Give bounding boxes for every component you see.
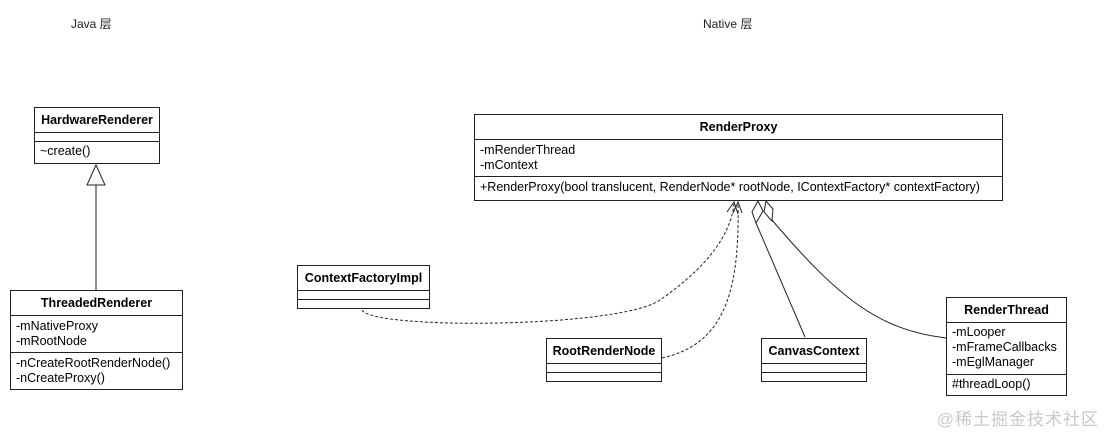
native-layer-label: Native 层 [703,17,753,31]
class-render-proxy: RenderProxy -mRenderThread -mContext +Re… [474,114,1003,201]
watermark-text: @稀土掘金技术社区 [936,410,1099,429]
class-name: HardwareRenderer [41,113,153,127]
attribute: -mEglManager [952,355,1034,369]
methods-section [762,372,866,381]
class-name: RootRenderNode [552,344,656,358]
class-name: ThreadedRenderer [40,296,153,310]
methods-section [298,299,429,308]
attributes-section [762,363,866,372]
method: -nCreateRootRenderNode() [16,356,171,370]
method: +RenderProxy(bool translucent, RenderNod… [480,180,980,194]
attribute: -mRootNode [16,334,87,348]
dependency-root-render-node-arrowhead [732,200,743,214]
class-hardware-renderer: HardwareRenderer ~create() [34,107,160,164]
attributes-section: -mNativeProxy -mRootNode [11,315,182,352]
class-threaded-renderer: ThreadedRenderer -mNativeProxy -mRootNod… [10,290,183,390]
attribute: -mContext [480,158,538,172]
dependency-context-factory-arrowhead [726,200,739,215]
class-name: RenderThread [964,303,1049,317]
attribute: -mNativeProxy [16,319,98,333]
aggregation-render-thread-diamond [763,199,774,223]
method: #threadLoop() [952,377,1031,391]
method: ~create() [40,144,91,158]
class-context-factory-impl: ContextFactoryImpl [297,265,430,309]
dependency-root-render-node-line [661,203,739,359]
class-name: ContextFactoryImpl [304,271,423,285]
methods-section: #threadLoop() [947,374,1066,395]
inheritance-arrowhead [86,163,106,186]
attributes-section: -mRenderThread -mContext [475,139,1002,176]
class-name: RenderProxy [699,120,778,134]
class-render-thread: RenderThread -mLooper -mFrameCallbacks -… [946,297,1067,396]
attributes-section [35,132,159,141]
java-layer-label: Java 层 [71,17,112,31]
attributes-section: -mLooper -mFrameCallbacks -mEglManager [947,322,1066,374]
attributes-section [298,290,429,299]
attribute: -mLooper [952,325,1006,339]
methods-section [547,372,661,381]
class-canvas-context: CanvasContext [761,338,867,382]
attributes-section [547,363,661,372]
attribute: -mRenderThread [480,143,576,157]
aggregation-canvas-context-diamond [751,199,764,225]
aggregation-render-thread-line [771,219,947,339]
method: -nCreateProxy() [16,371,105,385]
methods-section: +RenderProxy(bool translucent, RenderNod… [475,176,1002,200]
aggregation-canvas-context-line [755,222,806,338]
dependency-context-factory-line [361,203,735,324]
attribute: -mFrameCallbacks [952,340,1057,354]
methods-section: ~create() [35,141,159,163]
class-root-render-node: RootRenderNode [546,338,662,382]
methods-section: -nCreateRootRenderNode() -nCreateProxy() [11,352,182,389]
class-name: CanvasContext [768,344,860,358]
